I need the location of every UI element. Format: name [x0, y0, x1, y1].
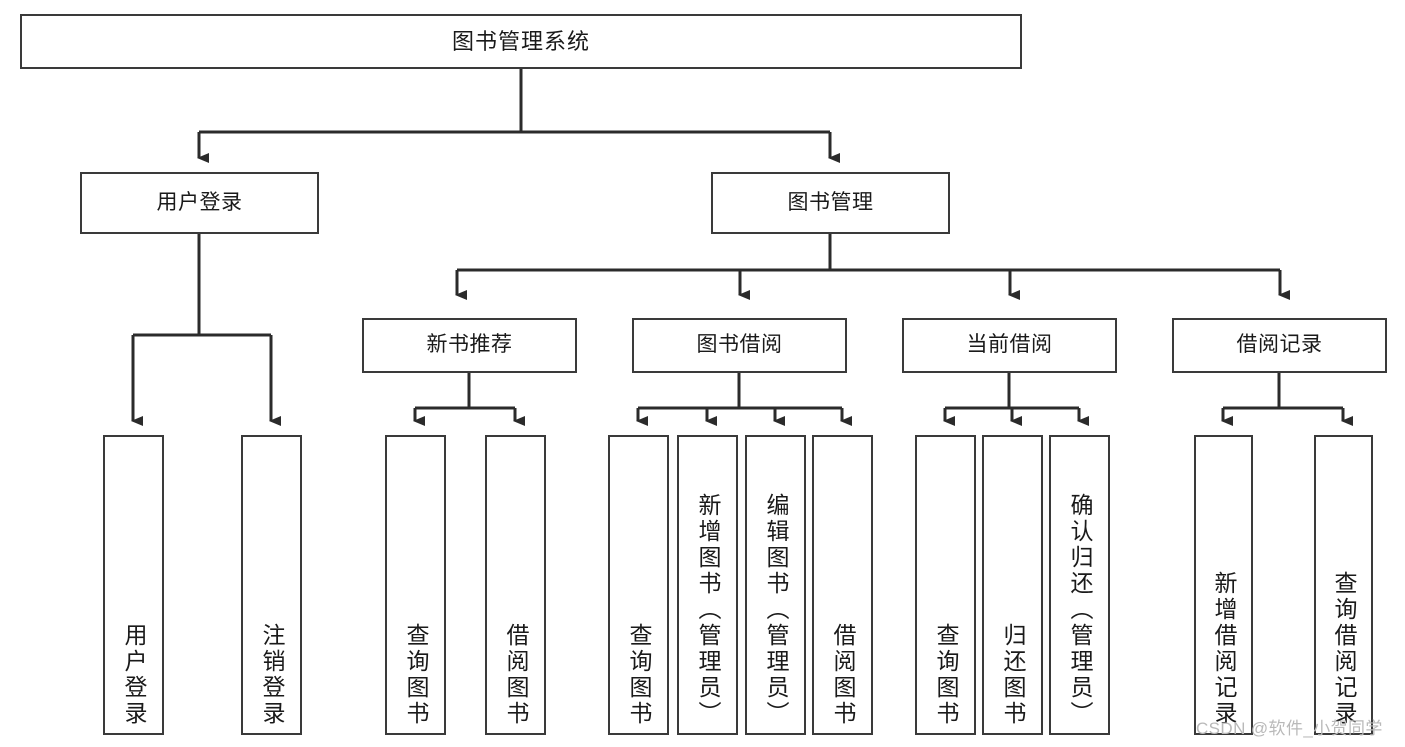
node-label: 借阅图书	[503, 623, 529, 727]
leaf-borrow-book-borrow[interactable]: 借阅图书	[812, 435, 873, 735]
node-label: 查询图书	[626, 623, 652, 727]
node-user-login[interactable]: 用户登录	[80, 172, 319, 234]
node-label: 图书管理	[787, 190, 874, 214]
node-label: 新增借阅记录	[1211, 571, 1237, 727]
leaf-logout-login[interactable]: 注销登录	[241, 435, 302, 735]
node-book-manage[interactable]: 图书管理	[711, 172, 950, 234]
node-borrow-record[interactable]: 借阅记录	[1172, 318, 1387, 373]
node-label: 归还图书	[1000, 623, 1026, 727]
leaf-user-login[interactable]: 用户登录	[103, 435, 164, 735]
leaf-add-borrow-record[interactable]: 新增借阅记录	[1194, 435, 1253, 735]
leaf-edit-book-admin[interactable]: 编辑图书（管理员）	[745, 435, 806, 735]
node-label: 用户登录	[156, 190, 243, 214]
node-label: 当前借阅	[966, 333, 1053, 357]
leaf-query-book-recommend[interactable]: 查询图书	[385, 435, 446, 735]
node-new-book-recommend[interactable]: 新书推荐	[362, 318, 577, 373]
node-label: 确认归还（管理员）	[1067, 493, 1093, 727]
node-label: 图书管理系统	[451, 28, 590, 54]
leaf-query-book-current[interactable]: 查询图书	[915, 435, 976, 735]
node-label: 注销登录	[259, 623, 285, 727]
node-label: 图书借阅	[696, 333, 783, 357]
node-label: 用户登录	[121, 623, 147, 727]
node-book-borrow[interactable]: 图书借阅	[632, 318, 847, 373]
node-label: 新增图书（管理员）	[695, 493, 721, 727]
leaf-query-borrow-record[interactable]: 查询借阅记录	[1314, 435, 1373, 735]
node-label: 借阅记录	[1236, 333, 1323, 357]
node-label: 借阅图书	[830, 623, 856, 727]
node-label: 编辑图书（管理员）	[763, 493, 789, 727]
leaf-return-book[interactable]: 归还图书	[982, 435, 1043, 735]
node-current-borrow[interactable]: 当前借阅	[902, 318, 1117, 373]
leaf-query-book-borrow[interactable]: 查询图书	[608, 435, 669, 735]
node-label: 查询借阅记录	[1331, 571, 1357, 727]
node-root-system[interactable]: 图书管理系统	[20, 14, 1022, 69]
node-label: 新书推荐	[426, 333, 513, 357]
node-label: 查询图书	[403, 623, 429, 727]
leaf-confirm-return-admin[interactable]: 确认归还（管理员）	[1049, 435, 1110, 735]
node-label: 查询图书	[933, 623, 959, 727]
leaf-borrow-book-recommend[interactable]: 借阅图书	[485, 435, 546, 735]
leaf-add-book-admin[interactable]: 新增图书（管理员）	[677, 435, 738, 735]
